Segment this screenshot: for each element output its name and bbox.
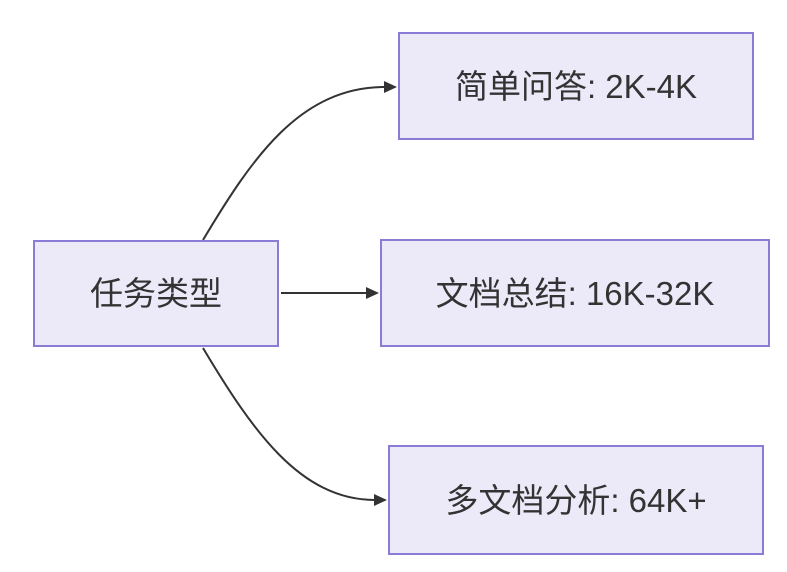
node-doc-summary: 文档总结: 16K-32K: [380, 239, 770, 347]
node-task-type: 任务类型: [33, 240, 279, 347]
edge-root-to-multi-doc-analysis: [202, 347, 387, 506]
node-simple-qa-label: 简单问答: 2K-4K: [454, 67, 698, 105]
node-task-type-label: 任务类型: [90, 275, 222, 312]
node-simple-qa: 简单问答: 2K-4K: [398, 32, 754, 140]
edge-root-to-simple-qa: [202, 81, 397, 241]
node-doc-summary-label: 文档总结: 16K-32K: [435, 274, 715, 312]
node-multi-doc-analysis: 多文档分析: 64K+: [388, 445, 764, 555]
node-multi-doc-analysis-label: 多文档分析: 64K+: [445, 481, 707, 519]
